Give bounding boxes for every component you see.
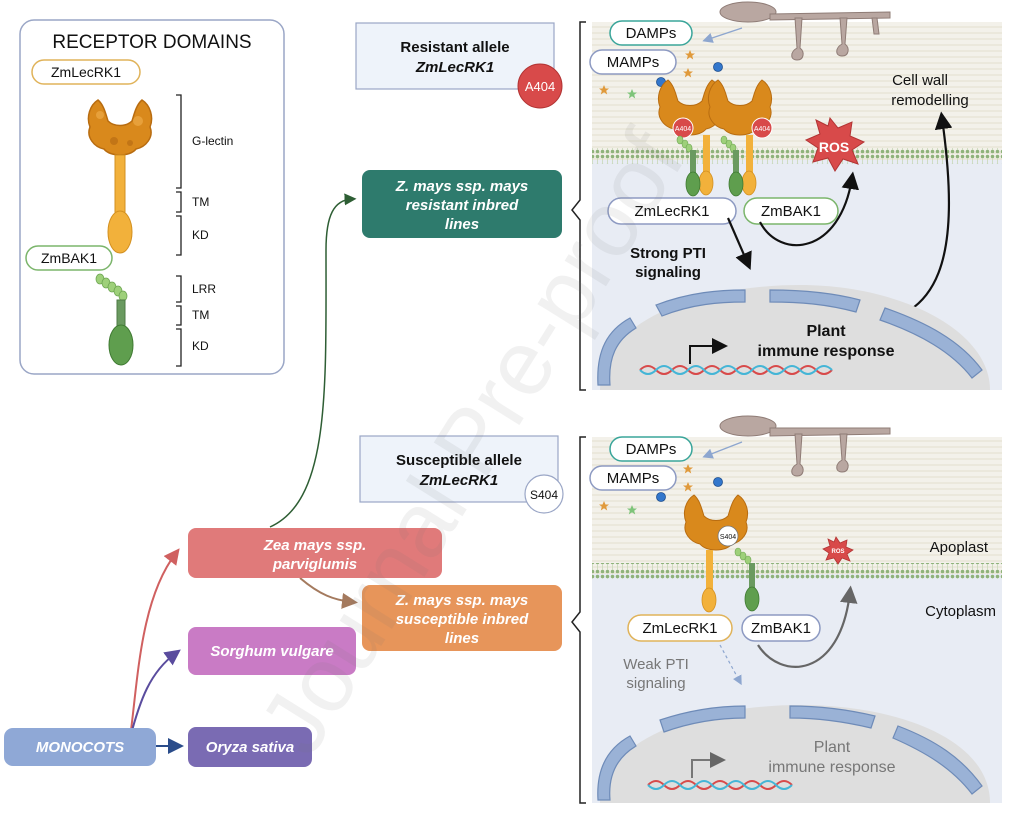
resistant-ros-label: ROS xyxy=(819,139,849,155)
resistant-allele-title: Resistant allele xyxy=(400,39,509,56)
parviglumis-label-2: parviglumis xyxy=(272,556,357,573)
resistant-allele-gene: ZmLecRK1 xyxy=(415,59,494,76)
sorghum-box xyxy=(188,627,356,675)
domain-kd-bak: KD xyxy=(192,339,209,353)
parviglumis-label-1: Zea mays ssp. xyxy=(263,537,367,554)
susceptible-lines-label-1: Z. mays ssp. mays xyxy=(395,592,529,609)
domain-g-lectin: G-lectin xyxy=(192,134,233,148)
lecrk-domain-label: ZmLecRK1 xyxy=(51,64,121,80)
resistant-receptor-badge-right: A404 xyxy=(754,126,770,133)
susceptible-signaling-1: Weak PTI xyxy=(623,656,689,673)
bak-receptor-icon xyxy=(95,273,134,366)
resistant-cell-wall-1: Cell wall xyxy=(892,72,948,89)
resistant-cell-wall-2: remodelling xyxy=(891,92,969,109)
resistant-damps-label: DAMPs xyxy=(626,25,677,42)
resistant-bak-label: ZmBAK1 xyxy=(761,203,821,220)
susceptible-allele-title: Susceptible allele xyxy=(396,452,522,469)
resistant-lecrk-label: ZmLecRK1 xyxy=(634,203,709,220)
susceptible-signaling-2: signaling xyxy=(626,675,685,692)
susceptible-lines-box xyxy=(362,585,562,651)
resistant-lines-label-2: resistant inbred xyxy=(406,197,519,214)
susceptible-receptor-badge: S404 xyxy=(720,534,736,541)
susceptible-allele-box: Susceptible allele ZmLecRK1 S404 xyxy=(359,435,564,514)
resistant-allele-badge: A404 xyxy=(525,79,555,94)
susceptible-mamps-label: MAMPs xyxy=(607,470,660,487)
sorghum-label: Sorghum vulgare xyxy=(210,643,333,660)
susceptible-ros-label: ROS xyxy=(831,549,844,555)
resistant-signaling-1: Strong PTI xyxy=(630,245,706,262)
susceptible-lines-label-3: lines xyxy=(445,630,479,647)
resistant-lines-label-1: Z. mays ssp. mays xyxy=(395,178,529,195)
domain-tm-lecrk: TM xyxy=(192,195,209,209)
cytoplasm-label: Cytoplasm xyxy=(925,603,996,620)
susceptible-bak-label: ZmBAK1 xyxy=(751,620,811,637)
bak-domain-label: ZmBAK1 xyxy=(41,250,97,266)
resistant-response-2: immune response xyxy=(758,343,895,360)
susceptible-response-1: Plant xyxy=(814,739,851,756)
phylogeny: MONOCOTS Oryza sativa Sorghum vulgare Ze… xyxy=(4,170,562,767)
resistant-signaling-2: signaling xyxy=(635,264,701,281)
susceptible-ros-burst xyxy=(822,536,854,565)
resistant-response-1: Plant xyxy=(806,323,846,340)
oryza-label: Oryza sativa xyxy=(206,739,294,756)
susceptible-response-2: immune response xyxy=(768,759,895,776)
resistant-receptor-badge-left: A404 xyxy=(675,126,691,133)
apoplast-label: Apoplast xyxy=(930,539,989,556)
domain-kd-lecrk: KD xyxy=(192,228,209,242)
receptor-domains-panel: RECEPTOR DOMAINS ZmLecRK1 G-lectin TM KD… xyxy=(19,19,285,375)
resistant-mamps-label: MAMPs xyxy=(607,54,660,71)
domain-tm-bak: TM xyxy=(192,308,209,322)
pamp-molecules-2 xyxy=(599,464,723,515)
resistant-lines-label-3: lines xyxy=(445,216,479,233)
panel-title: RECEPTOR DOMAINS xyxy=(52,32,251,53)
susceptible-allele-badge: S404 xyxy=(530,488,558,502)
domain-lrr: LRR xyxy=(192,282,216,296)
susceptible-nuclear-envelope xyxy=(597,705,983,801)
monocots-label: MONOCOTS xyxy=(36,739,124,756)
susceptible-lecrk-label: ZmLecRK1 xyxy=(642,620,717,637)
resistant-nuclear-envelope xyxy=(597,289,983,386)
susceptible-cell-panel: DAMPs MAMPs S404 ROS Apoplast Cytoplasm … xyxy=(589,415,1002,803)
oryza-box xyxy=(188,727,312,767)
monocots-box xyxy=(4,728,156,766)
fungal-hypha-icon-2 xyxy=(719,415,891,477)
resistant-allele-box: Resistant allele ZmLecRK1 A404 xyxy=(355,22,563,109)
resistant-ros-burst xyxy=(804,116,866,172)
resistant-cell-panel: DAMPs MAMPs A404 A404 ROS xyxy=(589,1,1002,390)
susceptible-allele-gene: ZmLecRK1 xyxy=(419,472,498,489)
fungal-hypha-icon xyxy=(719,1,891,61)
parviglumis-box xyxy=(188,528,442,578)
resistant-lines-box xyxy=(362,170,562,238)
susceptible-damps-label: DAMPs xyxy=(626,441,677,458)
lecrk-receptor-icon xyxy=(87,99,153,156)
susceptible-lines-label-2: susceptible inbred xyxy=(396,611,529,628)
